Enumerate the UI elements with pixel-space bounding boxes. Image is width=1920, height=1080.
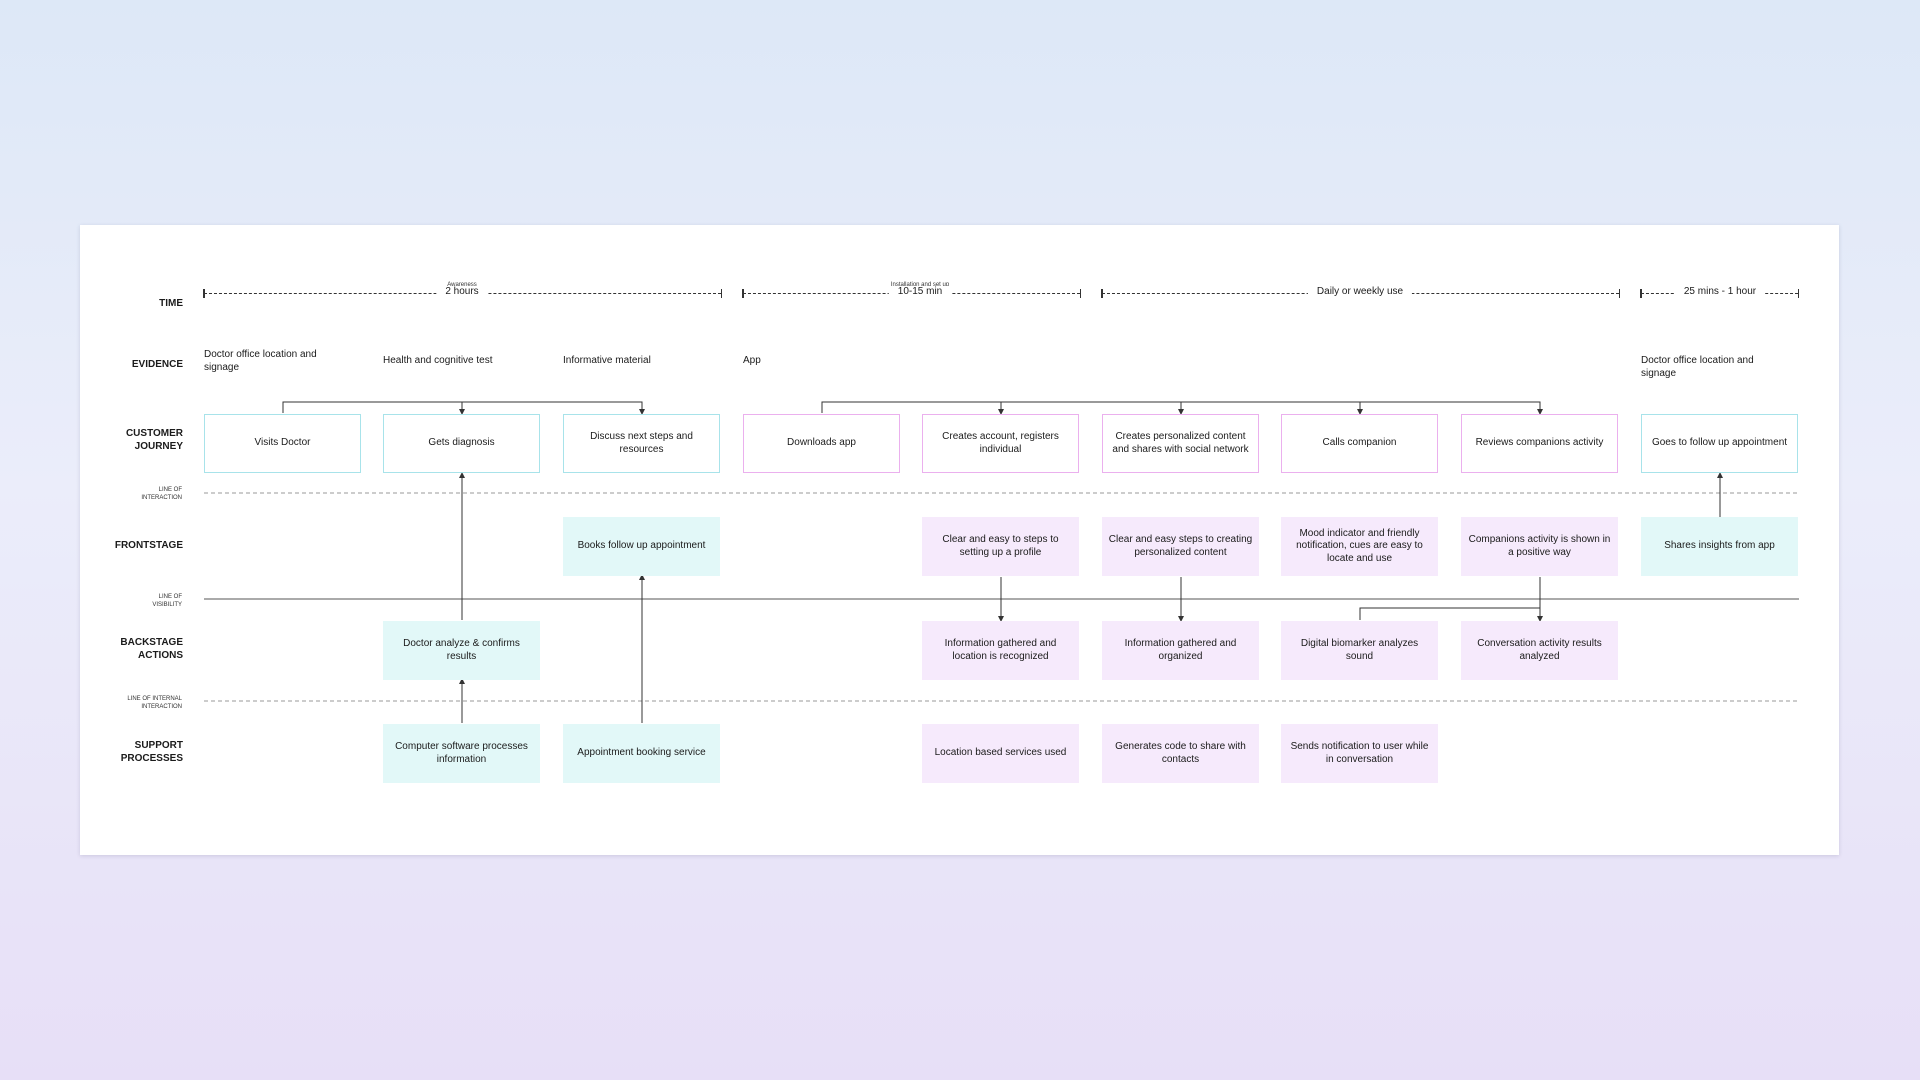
lane-label-time: TIME <box>159 298 183 309</box>
journey-card[interactable]: Gets diagnosis <box>383 414 540 473</box>
service-blueprint-board: TIME EVIDENCE CUSTOMER JOURNEY FRONTSTAG… <box>80 225 1839 855</box>
backstage-card[interactable]: Information gathered and location is rec… <box>922 621 1079 680</box>
support-card[interactable]: Generates code to share with contacts <box>1102 724 1259 783</box>
frontstage-card[interactable]: Clear and easy to steps to setting up a … <box>922 517 1079 576</box>
lane-label-support: SUPPORT PROCESSES <box>120 740 183 764</box>
lane-label-customer-journey: CUSTOMER JOURNEY <box>125 428 183 452</box>
journey-card[interactable]: Calls companion <box>1281 414 1438 473</box>
divider-label-interaction: LINE OF INTERACTION <box>141 487 182 501</box>
phase-label-installation: Installation and set up <box>890 282 950 288</box>
lane-label-backstage: BACKSTAGE ACTIONS <box>120 637 183 661</box>
bracket-connector-awareness <box>282 401 645 415</box>
time-label-1: 2 hours <box>436 286 488 297</box>
journey-card[interactable]: Downloads app <box>743 414 900 473</box>
frontstage-card[interactable]: Clear and easy steps to creating persona… <box>1102 517 1259 576</box>
journey-card[interactable]: Discuss next steps and resources <box>563 414 720 473</box>
divider-label-internal: LINE OF INTERNAL INTERACTION <box>127 696 182 710</box>
evidence-item: App <box>743 355 761 366</box>
frontstage-card[interactable]: Mood indicator and friendly notification… <box>1281 517 1438 576</box>
journey-card[interactable]: Reviews companions activity <box>1461 414 1618 473</box>
frontstage-card[interactable]: Companions activity is shown in a positi… <box>1461 517 1618 576</box>
time-label-4: 25 mins - 1 hour <box>1674 286 1766 297</box>
support-card[interactable]: Location based services used <box>922 724 1079 783</box>
connector-activity-to-backstage <box>1359 577 1543 622</box>
backstage-card[interactable]: Digital biomarker analyzes sound <box>1281 621 1438 680</box>
evidence-item: Doctor office location and signage <box>1641 355 1754 379</box>
support-card[interactable]: Sends notification to user while in conv… <box>1281 724 1438 783</box>
evidence-item: Doctor office location and signage <box>204 349 317 373</box>
frontstage-card[interactable]: Shares insights from app <box>1641 517 1798 576</box>
backstage-card[interactable]: Information gathered and organized <box>1102 621 1259 680</box>
journey-card[interactable]: Creates account, registers individual <box>922 414 1079 473</box>
time-label-2: 10-15 min <box>888 286 952 297</box>
connector-layer <box>204 401 1799 723</box>
journey-card[interactable]: Visits Doctor <box>204 414 361 473</box>
divider-label-visibility: LINE OF VISIBILITY <box>152 594 182 608</box>
lane-label-frontstage: FRONTSTAGE <box>114 540 183 551</box>
backstage-card[interactable]: Conversation activity results analyzed <box>1461 621 1618 680</box>
support-card[interactable]: Appointment booking service <box>563 724 720 783</box>
bracket-connector-app <box>821 401 1543 415</box>
backstage-card[interactable]: Doctor analyze & confirms results <box>383 621 540 680</box>
phase-label-awareness: Awareness <box>447 282 477 288</box>
journey-card[interactable]: Goes to follow up appointment <box>1641 414 1798 473</box>
support-card[interactable]: Computer software processes information <box>383 724 540 783</box>
evidence-item: Health and cognitive test <box>383 355 493 366</box>
time-label-3: Daily or weekly use <box>1307 286 1413 297</box>
lane-label-evidence: EVIDENCE <box>131 359 183 370</box>
frontstage-card[interactable]: Books follow up appointment <box>563 517 720 576</box>
journey-card[interactable]: Creates personalized content and shares … <box>1102 414 1259 473</box>
evidence-item: Informative material <box>563 355 651 366</box>
